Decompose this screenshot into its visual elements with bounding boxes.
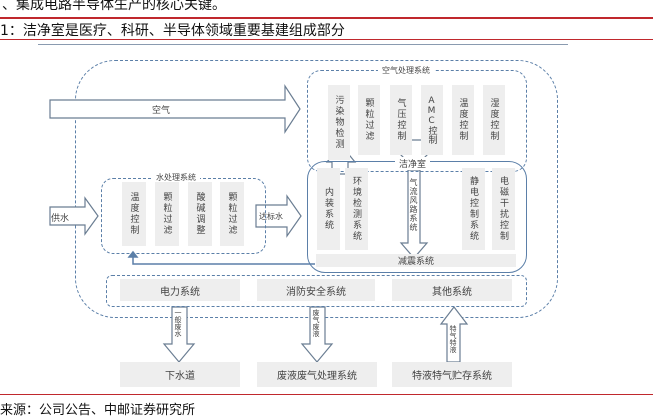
air-item: 颗粒过滤 [358,85,380,155]
utility-item: 电力系统 [120,279,240,301]
flow-label: 特气特液 [449,325,457,353]
special-gas-arrow [439,306,469,363]
waste-water-arrow [162,306,196,363]
utilities-group [106,275,527,307]
divider [0,17,653,19]
source-note: 来源：公司公告、中邮证券研究所 [0,403,196,418]
flow-label: 一般废水 [174,309,182,337]
vibration-system: 减震系统 [316,254,516,267]
qualified-water-label: 达标水 [259,212,283,221]
water-item: 颗粒过滤 [220,182,244,246]
clean-room-item: 电磁干扰控制 [492,168,515,250]
divider [0,394,653,395]
clean-room-item: 静电控制系统 [462,168,485,250]
air-arrow [49,83,301,135]
airflow-arrow [399,169,429,259]
air-item: 污染物检测 [328,85,350,160]
waste-gas-arrow [300,306,334,363]
figure-title: 1：洁净室是医疗、科研、半导体领域重要基建组成部分 [0,23,345,39]
clean-room-item: 环境检测系统 [345,168,368,250]
air-system-title: 空气处理系统 [378,65,434,76]
water-system-title: 水处理系统 [152,172,200,183]
utility-item: 其他系统 [392,279,512,301]
water-item: 酸碱调整 [188,182,212,246]
air-item: 温度控制 [452,85,474,155]
clean-room-title: 洁净室 [395,157,431,170]
air-item: 湿度控制 [483,85,505,155]
water-item: 颗粒过滤 [155,182,179,246]
air-item: 气压控制 [390,85,412,155]
airflow-label: 气流风路系统 [409,178,418,232]
qualified-water-arrow [255,194,302,238]
supply-water-label: 供水 [51,214,70,224]
destination-item: 下水道 [120,362,240,387]
frame-line [38,44,568,45]
top-text: 、集成电路半导体生产的核心关键。 [2,0,226,13]
divider [0,39,653,40]
air-label: 空气 [152,106,171,116]
water-item: 温度控制 [122,182,146,246]
flow-label: 废气废液 [312,309,320,337]
utility-item: 消防安全系统 [257,279,375,301]
air-item: AMC控制 [421,85,443,155]
return-arrow [132,256,315,265]
destination-item: 特液特气贮存系统 [392,362,512,387]
clean-room-item: 内装系统 [317,168,340,250]
destination-item: 废液废气处理系统 [257,362,377,387]
supply-arrow [49,196,99,236]
